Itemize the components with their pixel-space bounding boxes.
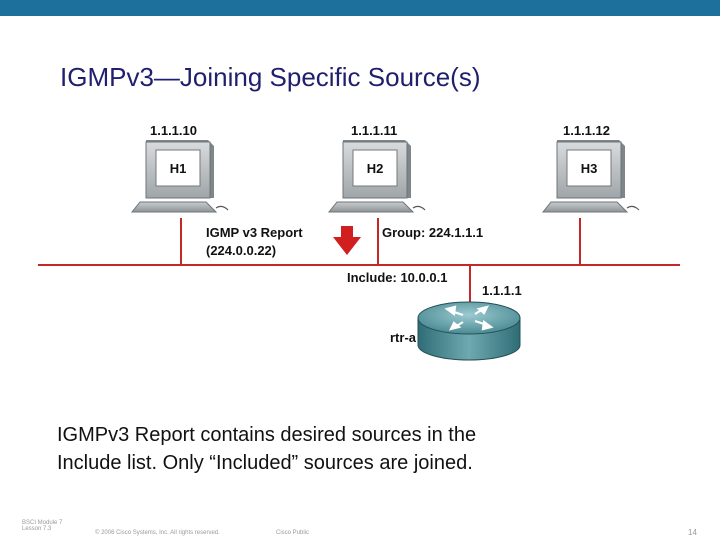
footer-module-line-2: Lesson 7.3 [22, 526, 52, 532]
report-arrow-icon [333, 226, 361, 255]
footer-classification: Cisco Public [276, 530, 310, 536]
footer-module: BSCI Module 7 Lesson 7.3 [22, 520, 62, 532]
slide-caption: IGMPv3 Report contains desired sources i… [57, 421, 677, 477]
router-rtr-a-icon[interactable] [417, 301, 521, 361]
top-bar [0, 0, 720, 16]
page-number: 14 [688, 528, 697, 537]
include-label: Include: 10.0.0.1 [347, 270, 448, 285]
workstation-h3-icon[interactable]: H3 [541, 140, 640, 213]
footer-module-line-1: BSCI Module 7 [22, 520, 63, 526]
workstation-h2-icon[interactable]: H2 [327, 140, 426, 213]
report-label: IGMP v3 Report [206, 225, 303, 240]
group-label: Group: 224.1.1.1 [382, 225, 484, 240]
host-ip-h2: 1.1.1.11 [351, 123, 398, 138]
host-ip-h3: 1.1.1.12 [563, 123, 610, 138]
report-address: (224.0.0.22) [206, 243, 277, 258]
caption-line-2: Include list. Only “Included” sources ar… [57, 452, 473, 474]
host-name-h1: H1 [170, 161, 187, 176]
host-ip-h1: 1.1.1.10 [150, 123, 197, 138]
slide-title: IGMPv3—Joining Specific Source(s) [60, 62, 481, 92]
host-name-h2: H2 [367, 161, 384, 176]
caption-line-1: IGMPv3 Report contains desired sources i… [57, 424, 477, 446]
footer-copyright: © 2006 Cisco Systems, Inc. All rights re… [95, 530, 220, 536]
host-name-h3: H3 [581, 161, 598, 176]
workstation-h1-icon[interactable]: H1 [130, 140, 229, 213]
router-name: rtr-a [390, 330, 417, 345]
router-ip: 1.1.1.1 [482, 283, 522, 298]
